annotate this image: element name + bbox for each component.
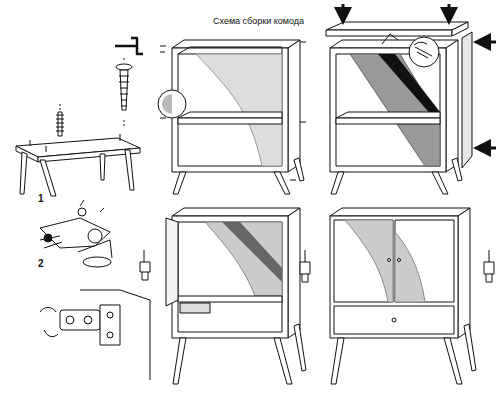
step-number: 2 [37, 258, 45, 269]
sheet-title: Схема сборки комода [212, 17, 305, 27]
step-number: 1 [37, 193, 45, 204]
